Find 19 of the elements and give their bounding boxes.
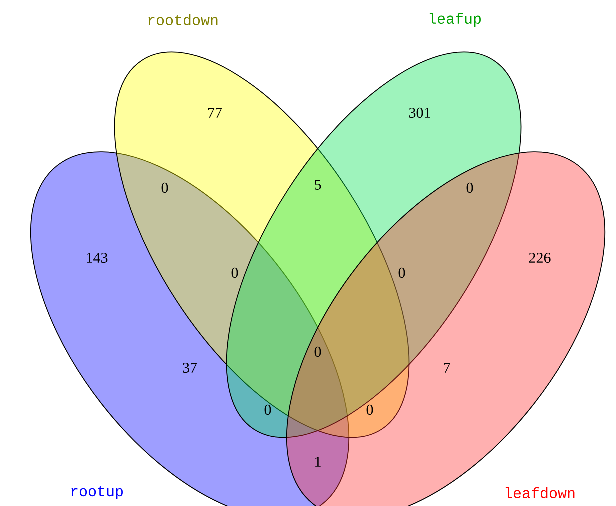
- set-label: rootup: [72, 486, 123, 500]
- region-count: 0: [366, 404, 374, 416]
- region-count: 301: [409, 108, 430, 118]
- region-count: 37: [183, 362, 198, 374]
- region-count: 0: [162, 182, 168, 194]
- region-count: 77: [208, 108, 222, 118]
- region-count: 7: [444, 363, 450, 373]
- region-count: 226: [529, 252, 551, 264]
- region-count: 0: [314, 346, 322, 358]
- set-label: leafdown: [506, 487, 575, 498]
- set-label: leafup: [430, 13, 481, 27]
- region-count: 5: [315, 180, 322, 190]
- region-count: 0: [466, 182, 474, 194]
- region-count: 0: [398, 268, 406, 278]
- region-count: 1: [316, 457, 321, 467]
- set-label: rootdown: [148, 14, 218, 26]
- region-count: 0: [264, 404, 272, 416]
- region-count: 0: [232, 268, 238, 278]
- region-count: 143: [87, 252, 108, 264]
